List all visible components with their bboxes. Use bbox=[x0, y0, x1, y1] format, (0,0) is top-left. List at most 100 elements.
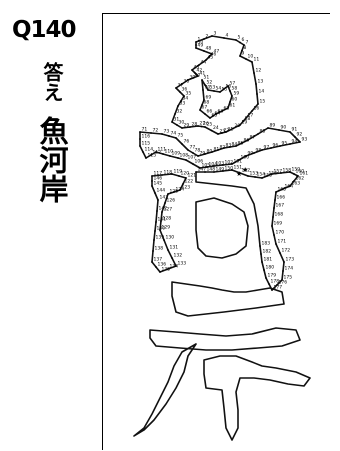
dot-point bbox=[271, 289, 273, 291]
dot-number: 172 bbox=[282, 248, 291, 254]
dot-number: 101 bbox=[234, 159, 243, 165]
dot-number: 161 bbox=[300, 171, 309, 177]
dot-point bbox=[203, 38, 205, 40]
dot-number: 82 bbox=[220, 145, 226, 151]
dot-number: 87 bbox=[250, 135, 256, 141]
dot-point bbox=[185, 177, 187, 179]
dot-number: 2 bbox=[206, 34, 209, 40]
dot-number: 140 bbox=[157, 226, 166, 232]
dot-point bbox=[225, 131, 227, 133]
dot-point bbox=[164, 202, 166, 204]
dot-number: 168 bbox=[275, 212, 284, 218]
dot-number: 175 bbox=[284, 275, 293, 281]
dot-number: 141 bbox=[158, 217, 167, 223]
dot-point bbox=[263, 269, 265, 271]
dot-point bbox=[271, 173, 273, 175]
dot-number: 176 bbox=[279, 280, 288, 286]
dot-number: 4 bbox=[226, 33, 229, 39]
dot-to-dot-puzzle bbox=[102, 13, 330, 450]
dot-number: 165 bbox=[278, 187, 287, 193]
dot-point bbox=[266, 175, 268, 177]
dot-point bbox=[253, 72, 255, 74]
dot-point bbox=[182, 183, 184, 185]
dot-point bbox=[142, 151, 144, 153]
dot-number: 90 bbox=[281, 125, 287, 131]
dot-point bbox=[151, 261, 153, 263]
dot-point bbox=[168, 135, 170, 137]
dot-point bbox=[279, 252, 281, 254]
dot-point bbox=[239, 55, 241, 57]
dot-number: 6 bbox=[242, 37, 245, 43]
dot-number: 50 bbox=[198, 40, 204, 46]
dot-number: 133 bbox=[178, 261, 187, 267]
dot-number: 145 bbox=[154, 181, 163, 187]
figure-stroke bbox=[195, 197, 249, 259]
dot-point bbox=[161, 211, 163, 213]
dot-point bbox=[202, 89, 204, 91]
dot-number: 53 bbox=[210, 85, 216, 91]
dot-point bbox=[171, 257, 173, 259]
dot-number: 114 bbox=[145, 147, 154, 153]
dot-number: 144 bbox=[157, 188, 166, 194]
dot-point bbox=[195, 44, 197, 46]
dot-number: 120 bbox=[181, 171, 190, 177]
dot-number: 49 bbox=[198, 43, 204, 49]
dot-point bbox=[289, 131, 291, 133]
dot-point bbox=[156, 210, 158, 212]
dot-number: 169 bbox=[274, 221, 283, 227]
start-star-icon: ★ bbox=[242, 166, 248, 174]
dot-number: 65 bbox=[212, 113, 218, 119]
dot-number: 77 bbox=[190, 145, 196, 151]
dot-point bbox=[243, 44, 245, 46]
dot-number: 32 bbox=[177, 109, 183, 115]
dot-number: 127 bbox=[164, 207, 173, 213]
dot-point bbox=[229, 90, 231, 92]
dot-point bbox=[175, 265, 177, 267]
dot-point bbox=[245, 155, 247, 157]
dot-point bbox=[176, 124, 178, 126]
dot-point bbox=[267, 127, 269, 129]
dot-number: 98 bbox=[256, 148, 262, 154]
dot-number: 159 bbox=[292, 167, 301, 173]
dot-point bbox=[251, 110, 253, 112]
dot-point bbox=[259, 245, 261, 247]
dot-point bbox=[251, 61, 253, 63]
dot-point bbox=[200, 125, 203, 128]
dot-number: 89 bbox=[270, 123, 276, 129]
dot-number: 62 bbox=[224, 106, 230, 112]
dot-point bbox=[206, 166, 208, 168]
dot-point bbox=[161, 174, 163, 176]
dot-number: 167 bbox=[276, 203, 285, 209]
dot-number: 136 bbox=[158, 262, 167, 268]
dot-number: 81 bbox=[214, 147, 220, 153]
dot-number: 119 bbox=[174, 169, 183, 175]
dot-number: 113 bbox=[148, 153, 157, 159]
dot-number: 28 bbox=[192, 122, 198, 128]
dot-point bbox=[231, 95, 233, 97]
dot-number: 48 bbox=[206, 46, 212, 52]
dot-point bbox=[282, 188, 284, 190]
dot-number: 181 bbox=[264, 257, 273, 263]
dot-point bbox=[294, 136, 296, 138]
dot-point bbox=[175, 137, 177, 139]
dot-number: 13 bbox=[258, 79, 264, 85]
dot-number: 160 bbox=[296, 169, 305, 175]
dot-number: 177 bbox=[274, 285, 283, 291]
dot-point bbox=[195, 41, 197, 43]
dot-point bbox=[279, 145, 281, 147]
dot-point bbox=[179, 189, 181, 191]
dot-point bbox=[293, 173, 295, 175]
dot-number: 156 bbox=[269, 171, 278, 177]
dot-number: 67 bbox=[202, 105, 208, 111]
dot-point bbox=[289, 185, 291, 187]
dot-point bbox=[221, 132, 223, 134]
dot-number: 157 bbox=[274, 169, 283, 175]
dot-number: 8 bbox=[244, 45, 247, 51]
dot-point bbox=[231, 169, 233, 171]
dot-point bbox=[209, 117, 211, 119]
dot-point bbox=[181, 143, 183, 145]
dot-point bbox=[161, 133, 163, 135]
dot-point bbox=[265, 277, 267, 279]
dot-point bbox=[247, 175, 249, 177]
dot-number: 152 bbox=[242, 168, 251, 174]
